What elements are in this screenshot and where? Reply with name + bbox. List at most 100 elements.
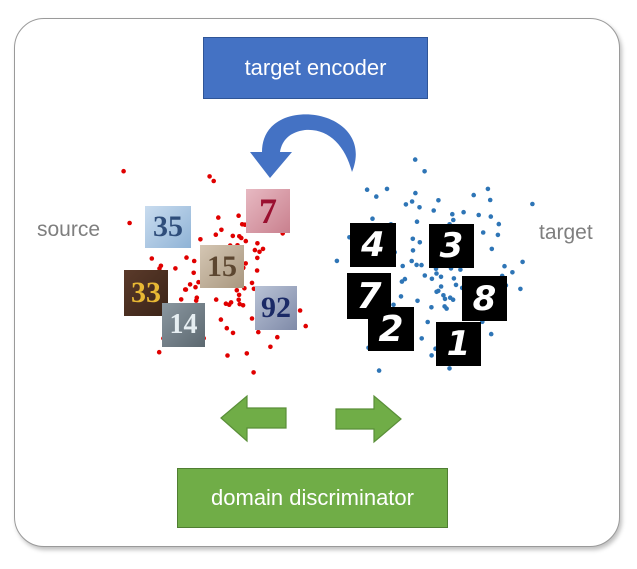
source-digits: 14: [169, 309, 198, 340]
target-dot: [419, 336, 425, 341]
source-dot: [244, 351, 250, 356]
domain-discriminator-box: domain discriminator: [177, 468, 448, 528]
source-dot: [252, 247, 258, 253]
source-image-thumbnail: 15: [200, 245, 244, 288]
source-dot: [254, 268, 260, 273]
target-dot: [476, 212, 482, 218]
source-dot: [243, 261, 248, 266]
target-digit: 4: [361, 225, 385, 265]
target-dot: [413, 190, 418, 196]
target-dot: [461, 209, 466, 215]
target-dot: [441, 293, 446, 298]
source-image-thumbnail: 35: [145, 206, 191, 248]
source-dot: [127, 220, 132, 226]
source-dot: [225, 353, 230, 358]
source-digits: 92: [261, 291, 291, 324]
source-dot: [191, 270, 196, 276]
target-dot: [364, 187, 370, 192]
source-dot: [228, 300, 234, 305]
source-image-thumbnail: 92: [255, 286, 297, 330]
target-dot: [334, 258, 340, 264]
target-dot: [510, 270, 515, 275]
target-digit: 3: [439, 226, 464, 266]
target-dot: [442, 304, 447, 309]
source-digits: 33: [131, 276, 161, 309]
source-dot: [236, 292, 242, 298]
source-dot: [257, 249, 262, 255]
target-dot: [391, 302, 396, 308]
target-image-thumbnail: 3: [429, 224, 474, 268]
target-dot: [447, 295, 453, 301]
source-dot: [218, 317, 224, 322]
source-dot: [243, 238, 249, 244]
target-dot: [442, 296, 448, 302]
target-digit: 8: [472, 278, 497, 319]
source-dot: [236, 213, 241, 218]
target-dot: [425, 319, 431, 325]
source-dot: [198, 237, 203, 242]
target-dot: [485, 186, 491, 192]
source-dot: [121, 168, 126, 174]
target-dot: [453, 282, 459, 288]
source-digits: 7: [259, 191, 277, 231]
source-dot: [193, 298, 199, 303]
source-dot: [193, 284, 198, 290]
source-dot: [156, 349, 162, 355]
target-dot: [436, 288, 441, 294]
target-dot: [489, 246, 495, 252]
target-dot: [429, 276, 435, 282]
source-dot: [223, 301, 229, 307]
target-dot: [488, 331, 494, 337]
source-dot: [184, 255, 189, 260]
target-encoder-label: target encoder: [244, 55, 387, 80]
source-dot: [236, 297, 241, 303]
target-dot: [447, 366, 452, 371]
target-dot: [471, 192, 477, 198]
target-image-thumbnail: 1: [436, 322, 481, 366]
source-dot: [187, 282, 193, 287]
source-dot: [178, 297, 184, 302]
target-dot: [496, 221, 502, 227]
target-dot: [422, 169, 427, 174]
target-dot: [502, 263, 507, 269]
target-dot: [530, 201, 535, 207]
target-digit: 2: [378, 308, 404, 350]
source-dot: [213, 232, 219, 237]
source-dot: [255, 241, 260, 246]
source-digits: 35: [153, 210, 183, 243]
source-dot: [303, 323, 309, 329]
target-image-thumbnail: 2: [368, 307, 414, 351]
target-dot: [458, 267, 463, 272]
target-dot: [409, 199, 415, 204]
domain-discriminator-label: domain discriminator: [211, 485, 414, 510]
target-dot: [520, 259, 525, 265]
target-dot: [376, 368, 382, 373]
target-dot: [410, 236, 416, 242]
source-digits: 15: [207, 249, 237, 283]
target-digit: 1: [446, 324, 471, 364]
target-dot: [419, 262, 424, 268]
target-dot: [384, 186, 390, 192]
target-dot: [434, 271, 439, 276]
source-dot: [224, 325, 230, 331]
target-dot: [436, 198, 441, 203]
source-dot: [183, 287, 189, 292]
target-label: target: [539, 221, 593, 244]
source-dot: [216, 215, 221, 220]
target-dot: [410, 248, 416, 253]
target-dot: [398, 294, 404, 299]
target-dot: [374, 194, 379, 199]
source-dot: [173, 266, 178, 271]
source-dot: [196, 279, 201, 285]
target-dot: [429, 353, 434, 358]
source-dot: [191, 258, 197, 264]
target-dot: [451, 276, 457, 281]
source-dot: [251, 370, 256, 375]
source-dot: [149, 256, 155, 261]
source-dot: [211, 178, 216, 184]
target-dot: [422, 273, 428, 278]
target-dot: [431, 208, 437, 213]
source-dot: [158, 263, 164, 269]
left-arrow-icon: [220, 394, 287, 443]
target-dot: [412, 157, 418, 162]
